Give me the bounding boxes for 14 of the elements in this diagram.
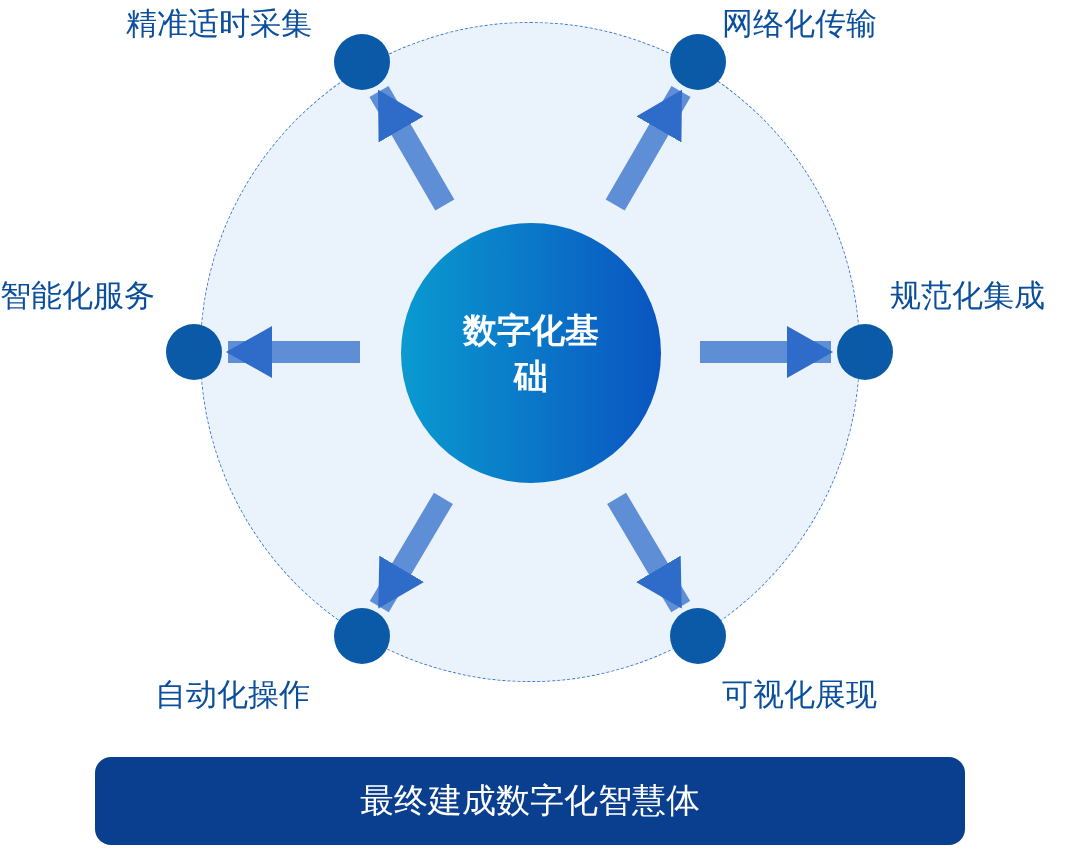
banner-bar: 最终建成数字化智慧体 bbox=[95, 757, 965, 845]
node-label: 规范化集成 bbox=[890, 276, 1046, 314]
node-label: 智能化服务 bbox=[0, 276, 156, 314]
arrow bbox=[605, 85, 691, 211]
arrow bbox=[369, 85, 455, 211]
arrow bbox=[369, 492, 453, 613]
node-label: 精准适时采集 bbox=[125, 4, 312, 42]
arrow bbox=[607, 492, 691, 613]
center-circle: 数字化基础 bbox=[401, 223, 661, 483]
arrow bbox=[700, 326, 833, 378]
node-label: 可视化展现 bbox=[722, 675, 878, 713]
arrow bbox=[226, 326, 360, 378]
node-label: 自动化操作 bbox=[155, 675, 311, 713]
node-label: 网络化传输 bbox=[722, 4, 878, 42]
